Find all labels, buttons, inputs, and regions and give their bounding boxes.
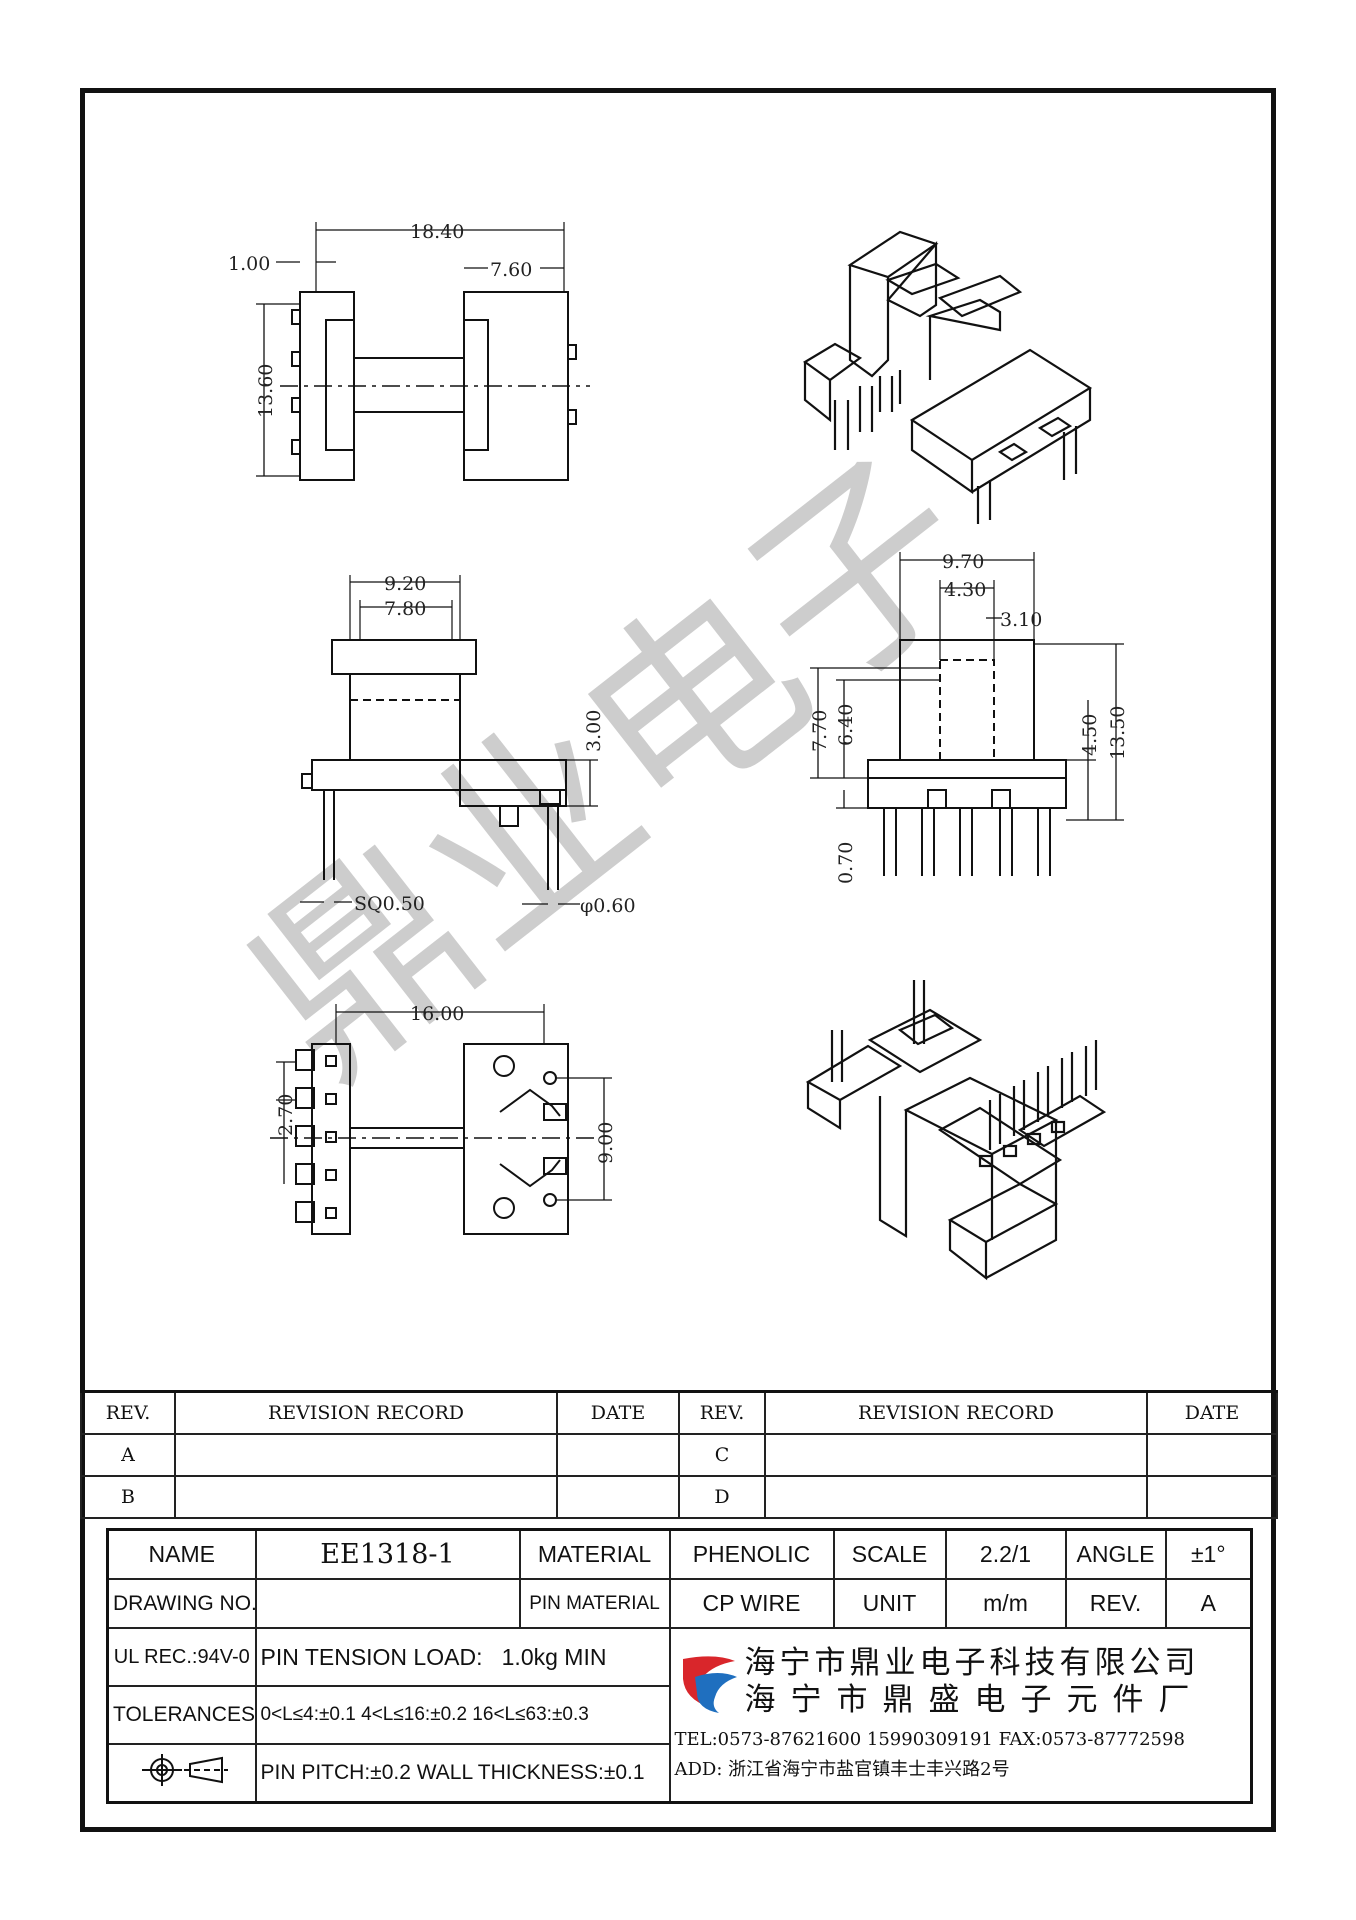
dim-front-h3: 4.50 [1079, 714, 1101, 756]
dim-top-wall: 1.00 [228, 253, 270, 275]
isometric-view-top [803, 230, 1093, 524]
date-header: DATE [556, 1390, 680, 1435]
company-logo-icon [682, 1656, 737, 1713]
top-view: 18.40 1.00 7.60 13.60 [228, 221, 590, 481]
title-row-3: UL REC.:94V-0 PIN TENSION LOAD: 1.0kg MI… [106, 1627, 1253, 1803]
watermark-text: 鼎业电子 [206, 413, 1019, 1123]
date-cell [556, 1433, 680, 1477]
rev-label: REV. [1064, 1578, 1167, 1629]
dim-front-width: 9.70 [942, 551, 984, 573]
dim-side-base: 3.00 [583, 710, 605, 752]
rev-header-2: REV. [678, 1390, 766, 1435]
revision-row: A C [80, 1433, 1278, 1477]
company-tel: TEL:0573-87621600 15990309191 FAX:0573-8… [674, 1728, 1185, 1750]
company-name-2: 海宁市鼎盛电子元件厂 [744, 1681, 1205, 1718]
dim-pin-round: φ0.60 [580, 895, 636, 917]
drawing-no-label: DRAWING NO. [106, 1578, 257, 1629]
record-cell [764, 1433, 1148, 1477]
drawing-no-value [254, 1578, 521, 1629]
dim-pin-square: SQ0.50 [354, 893, 425, 915]
projection-icon [141, 1753, 228, 1786]
dim-bottom-pitch: 2.70 [275, 1094, 297, 1136]
pin-tension: PIN TENSION LOAD: 1.0kg MIN [254, 1627, 671, 1687]
material-label: MATERIAL [518, 1528, 671, 1580]
angle-value: ±1° [1164, 1528, 1253, 1580]
dim-front-pin: 0.70 [835, 842, 857, 884]
revision-header-row: REV. REVISION RECORD DATE REV. REVISION … [80, 1390, 1278, 1435]
side-view: 9.20 7.80 3.00 SQ0.50 φ0.60 [300, 573, 636, 917]
revision-record-header-2: REVISION RECORD [764, 1390, 1148, 1435]
dim-front-inner: 4.30 [944, 579, 986, 601]
watermark: 鼎业电子 [206, 413, 1019, 1123]
company-address: ADD: 浙江省海宁市盐官镇丰士丰兴路2号 [674, 1758, 1010, 1780]
dim-bottom-width: 16.00 [410, 1003, 464, 1025]
rev-cell: A [80, 1433, 176, 1477]
ul-rec: UL REC.:94V-0 [106, 1627, 257, 1687]
title-block: NAME EE1318-1 MATERIAL PHENOLIC SCALE 2.… [106, 1528, 1253, 1804]
dim-front-h1: 7.70 [809, 710, 831, 752]
dim-front-h2: 6.40 [835, 704, 857, 746]
title-row-2: DRAWING NO. PIN MATERIAL CP WIRE UNIT m/… [106, 1578, 1253, 1629]
dim-front-total: 13.50 [1107, 706, 1129, 760]
date-cell [556, 1475, 680, 1519]
drawing-frame [80, 88, 1276, 1832]
rev-cell: C [678, 1433, 766, 1477]
technical-drawing: 鼎业电子 18.40 1.00 7.60 13.60 [206, 221, 1129, 1281]
company-block: 海宁市鼎业电子科技有限公司 海宁市鼎盛电子元件厂 TEL:0573-876216… [668, 1627, 1253, 1803]
revision-record-header: REVISION RECORD [174, 1390, 558, 1435]
rev-cell: B [80, 1475, 176, 1519]
title-row-5: PIN PITCH:±0.2 WALL THICKNESS:±0.1 [106, 1743, 1252, 1803]
pin-material-label: PIN MATERIAL [518, 1578, 671, 1629]
isometric-view-bottom [805, 980, 1107, 1281]
angle-label: ANGLE [1064, 1528, 1167, 1580]
date-cell [1146, 1433, 1278, 1477]
scale-label: SCALE [832, 1528, 947, 1580]
unit-label: UNIT [832, 1578, 947, 1629]
rev-header: REV. [80, 1390, 176, 1435]
pin-tension-label: PIN TENSION LOAD: [260, 1643, 483, 1670]
record-cell [764, 1475, 1148, 1519]
pin-material-value: CP WIRE [668, 1578, 835, 1629]
pitch-wall: PIN PITCH:±0.2 WALL THICKNESS:±0.1 [254, 1743, 671, 1803]
name-label: NAME [106, 1528, 257, 1580]
tolerances-value: 0<L≤4:±0.1 4<L≤16:±0.2 16<L≤63:±0.3 [254, 1685, 671, 1745]
front-view: 9.70 4.30 3.10 7.70 6.40 4.50 13.50 0.70 [809, 551, 1129, 884]
record-cell [174, 1475, 558, 1519]
dim-top-right: 7.60 [490, 259, 532, 281]
revision-row: B D [80, 1475, 1278, 1519]
unit-value: m/m [944, 1578, 1067, 1629]
dim-side-outer: 9.20 [384, 573, 426, 595]
dim-top-height: 13.60 [255, 364, 277, 418]
tolerances-label: TOLERANCES: [106, 1685, 257, 1745]
rev-value: A [1164, 1578, 1253, 1629]
dim-bottom-row: 9.00 [595, 1122, 617, 1164]
record-cell [174, 1433, 558, 1477]
rev-cell: D [678, 1475, 766, 1519]
scale-value: 2.2/1 [944, 1528, 1067, 1580]
company-name-1: 海宁市鼎业电子科技有限公司 [744, 1644, 1200, 1681]
material-value: PHENOLIC [668, 1528, 835, 1580]
name-value: EE1318-1 [254, 1528, 521, 1580]
dim-front-core: 3.10 [1000, 609, 1042, 631]
dim-side-inner: 7.80 [384, 598, 426, 620]
date-cell [1146, 1475, 1278, 1519]
pin-tension-value: 1.0kg MIN [501, 1643, 607, 1670]
date-header-2: DATE [1146, 1390, 1278, 1435]
title-row-4: TOLERANCES: 0<L≤4:±0.1 4<L≤16:±0.2 16<L≤… [106, 1685, 1252, 1745]
projection-symbol [106, 1743, 257, 1803]
revision-table: REV. REVISION RECORD DATE REV. REVISION … [80, 1390, 1278, 1519]
bottom-view: 16.00 2.70 9.00 [270, 1003, 617, 1235]
title-row-1: NAME EE1318-1 MATERIAL PHENOLIC SCALE 2.… [106, 1528, 1253, 1580]
dim-top-width: 18.40 [410, 221, 464, 243]
